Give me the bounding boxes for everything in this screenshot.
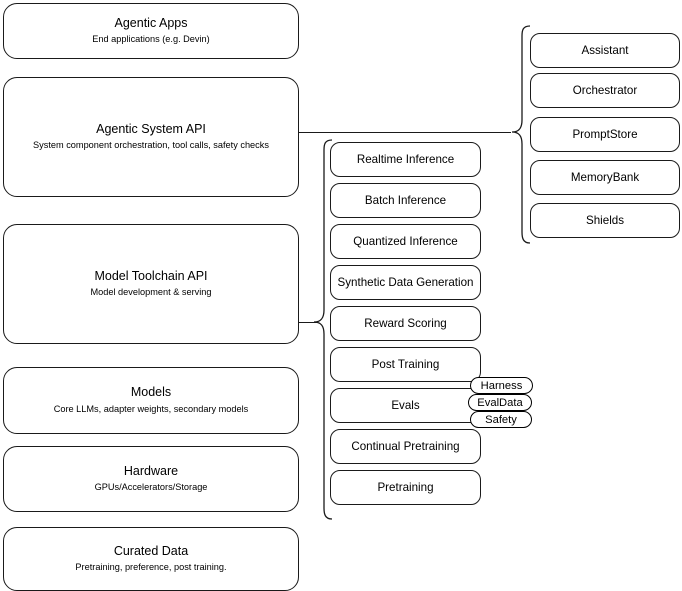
item-label: Continual Pretraining [351, 440, 460, 453]
layer-box-hardware[interactable]: Hardware GPUs/Accelerators/Storage [3, 446, 299, 512]
item-label: Evals [391, 399, 420, 412]
item-label: Reward Scoring [364, 317, 447, 330]
pill-label: EvalData [477, 396, 523, 409]
middle-item-evals[interactable]: Evals [330, 388, 481, 423]
connector-toolchain-api-to-middle-column [299, 322, 317, 324]
pill-label: Safety [485, 413, 517, 426]
layer-subtitle: End applications (e.g. Devin) [92, 34, 210, 45]
evals-pill-evaldata[interactable]: EvalData [468, 394, 532, 411]
layer-title: Agentic Apps [114, 15, 188, 30]
layer-title: Hardware [123, 463, 179, 478]
item-label: PromptStore [572, 128, 638, 141]
layer-box-models[interactable]: Models Core LLMs, adapter weights, secon… [3, 367, 299, 434]
layer-box-curated-data[interactable]: Curated Data Pretraining, preference, po… [3, 527, 299, 591]
right-item-promptstore[interactable]: PromptStore [530, 117, 680, 152]
item-label: Synthetic Data Generation [337, 276, 474, 289]
right-item-memorybank[interactable]: MemoryBank [530, 160, 680, 195]
layer-box-agentic-apps[interactable]: Agentic Apps End applications (e.g. Devi… [3, 3, 299, 59]
item-label: Assistant [581, 44, 629, 57]
item-label: Pretraining [377, 481, 434, 494]
item-label: Shields [585, 214, 625, 227]
item-label: Realtime Inference [356, 153, 455, 166]
middle-item-batch-inference[interactable]: Batch Inference [330, 183, 481, 218]
middle-item-realtime-inference[interactable]: Realtime Inference [330, 142, 481, 177]
layer-title: Agentic System API [96, 121, 206, 136]
layer-box-agentic-system-api[interactable]: Agentic System API System component orch… [3, 77, 299, 197]
layer-subtitle: Model development & serving [90, 287, 212, 298]
layer-title: Curated Data [113, 543, 189, 558]
middle-item-synthetic-data-generation[interactable]: Synthetic Data Generation [330, 265, 481, 300]
item-label: MemoryBank [570, 171, 640, 184]
item-label: Quantized Inference [353, 235, 458, 248]
item-label: Orchestrator [572, 84, 638, 97]
connector-system-api-to-right-column [299, 132, 511, 134]
right-item-assistant[interactable]: Assistant [530, 33, 680, 68]
right-item-shields[interactable]: Shields [530, 203, 680, 238]
layer-subtitle: Pretraining, preference, post training. [75, 562, 227, 573]
evals-pill-harness[interactable]: Harness [470, 377, 533, 394]
layer-subtitle: System component orchestration, tool cal… [33, 140, 269, 151]
middle-item-quantized-inference[interactable]: Quantized Inference [330, 224, 481, 259]
item-label: Post Training [371, 358, 440, 371]
evals-pill-safety[interactable]: Safety [470, 411, 532, 428]
brace-right-column [511, 25, 531, 244]
layer-box-model-toolchain-api[interactable]: Model Toolchain API Model development & … [3, 224, 299, 344]
layer-subtitle: Core LLMs, adapter weights, secondary mo… [53, 403, 249, 414]
layer-subtitle: GPUs/Accelerators/Storage [94, 482, 208, 493]
item-label: Batch Inference [364, 194, 447, 207]
right-item-orchestrator[interactable]: Orchestrator [530, 73, 680, 108]
brace-middle-column [313, 139, 333, 520]
pill-label: Harness [480, 379, 523, 392]
middle-item-continual-pretraining[interactable]: Continual Pretraining [330, 429, 481, 464]
middle-item-post-training[interactable]: Post Training [330, 347, 481, 382]
layer-title: Models [130, 385, 172, 400]
layer-title: Model Toolchain API [94, 268, 208, 283]
middle-item-reward-scoring[interactable]: Reward Scoring [330, 306, 481, 341]
middle-item-pretraining[interactable]: Pretraining [330, 470, 481, 505]
